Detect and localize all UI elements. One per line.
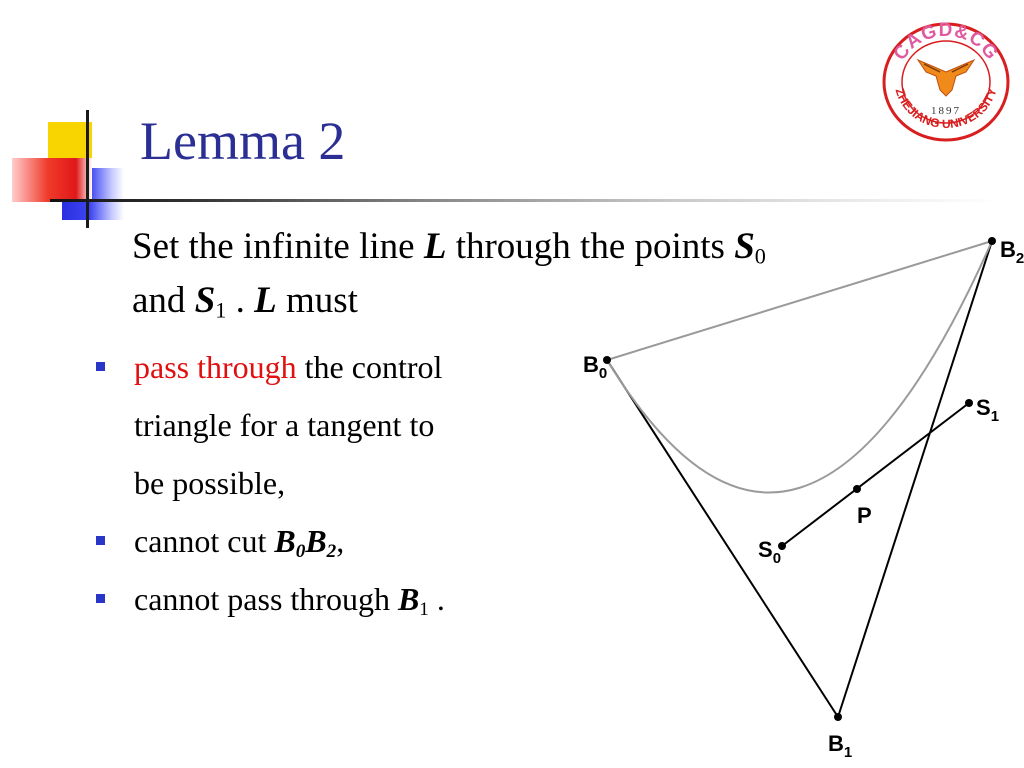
edge-b0-b1 [606,359,839,718]
edge-b1-b2 [837,240,993,718]
symbol-L: L [254,280,277,321]
title-underline [50,199,1000,202]
decor-red-square [12,158,92,202]
point-b0 [603,356,611,364]
subscript: 2 [326,540,337,562]
intro-text-segment: must [276,280,358,321]
symbol-L: L [423,226,447,267]
point-s1 [965,399,973,407]
label-s0: S0 [758,537,781,567]
symbol-B1: B [397,581,420,617]
eagle-icon [916,58,976,97]
bezier-diagram: B0 B2 B1 S0 S1 P [583,237,1024,761]
symbol-S1: S [194,280,216,321]
intro-text-segment: through the points [446,226,735,267]
subscript: 0 [295,540,306,562]
bullet-icon [96,362,105,371]
slide-title: Lemma 2 [140,111,346,171]
list-item: cannot cut B0B2, [96,512,445,570]
label-b2: B2 [1000,237,1024,267]
university-logo: CAGD&CG ZHEJIANG UNIVERSITY 1897 [882,20,1010,142]
line-L [781,402,970,547]
bullet-text: cannot cut [134,523,275,559]
label-b0: B0 [583,352,607,382]
subscript: 1 [215,297,227,323]
bullet-icon [96,594,105,603]
symbol-S0: S [734,226,755,267]
point-s0 [778,542,786,550]
bullet-text: , [336,523,345,559]
intro-text-segment: . [226,280,255,321]
label-b1: B1 [828,731,852,761]
point-b1 [834,713,842,721]
list-item: pass through the control [96,338,445,396]
bezier-curve [606,240,993,494]
bullet-text: the control [296,349,443,385]
emphasis-text: pass through [134,349,297,385]
intro-text-segment: Set the infinite line [132,226,424,267]
edge-b0-b2 [606,240,993,361]
decor-vertical-line [86,110,89,228]
logo-year: 1897 [931,105,961,117]
bullet-continuation: triangle for a tangent to [134,407,435,443]
intro-line-2: and S1 . L must [132,274,932,328]
intro-text-segment: and [132,280,195,321]
label-s1: S1 [976,395,999,425]
bullet-list: pass through the control triangle for a … [96,338,445,628]
intro-line-1: Set the infinite line L through the poin… [132,220,932,274]
bullet-continuation: be possible, [134,465,286,501]
symbol-B2: B [305,523,327,559]
symbol-B0: B [274,523,296,559]
subscript: 0 [754,243,766,269]
list-item: cannot pass through B1 . [96,570,445,628]
bullet-text: cannot pass through [134,581,398,617]
subscript: 1 [419,598,429,620]
bullet-icon [96,536,105,545]
bullet-text: . [428,581,445,617]
point-p [853,485,861,493]
intro-text: Set the infinite line L through the poin… [132,220,932,328]
label-p: P [857,503,872,528]
point-b2 [988,237,996,245]
